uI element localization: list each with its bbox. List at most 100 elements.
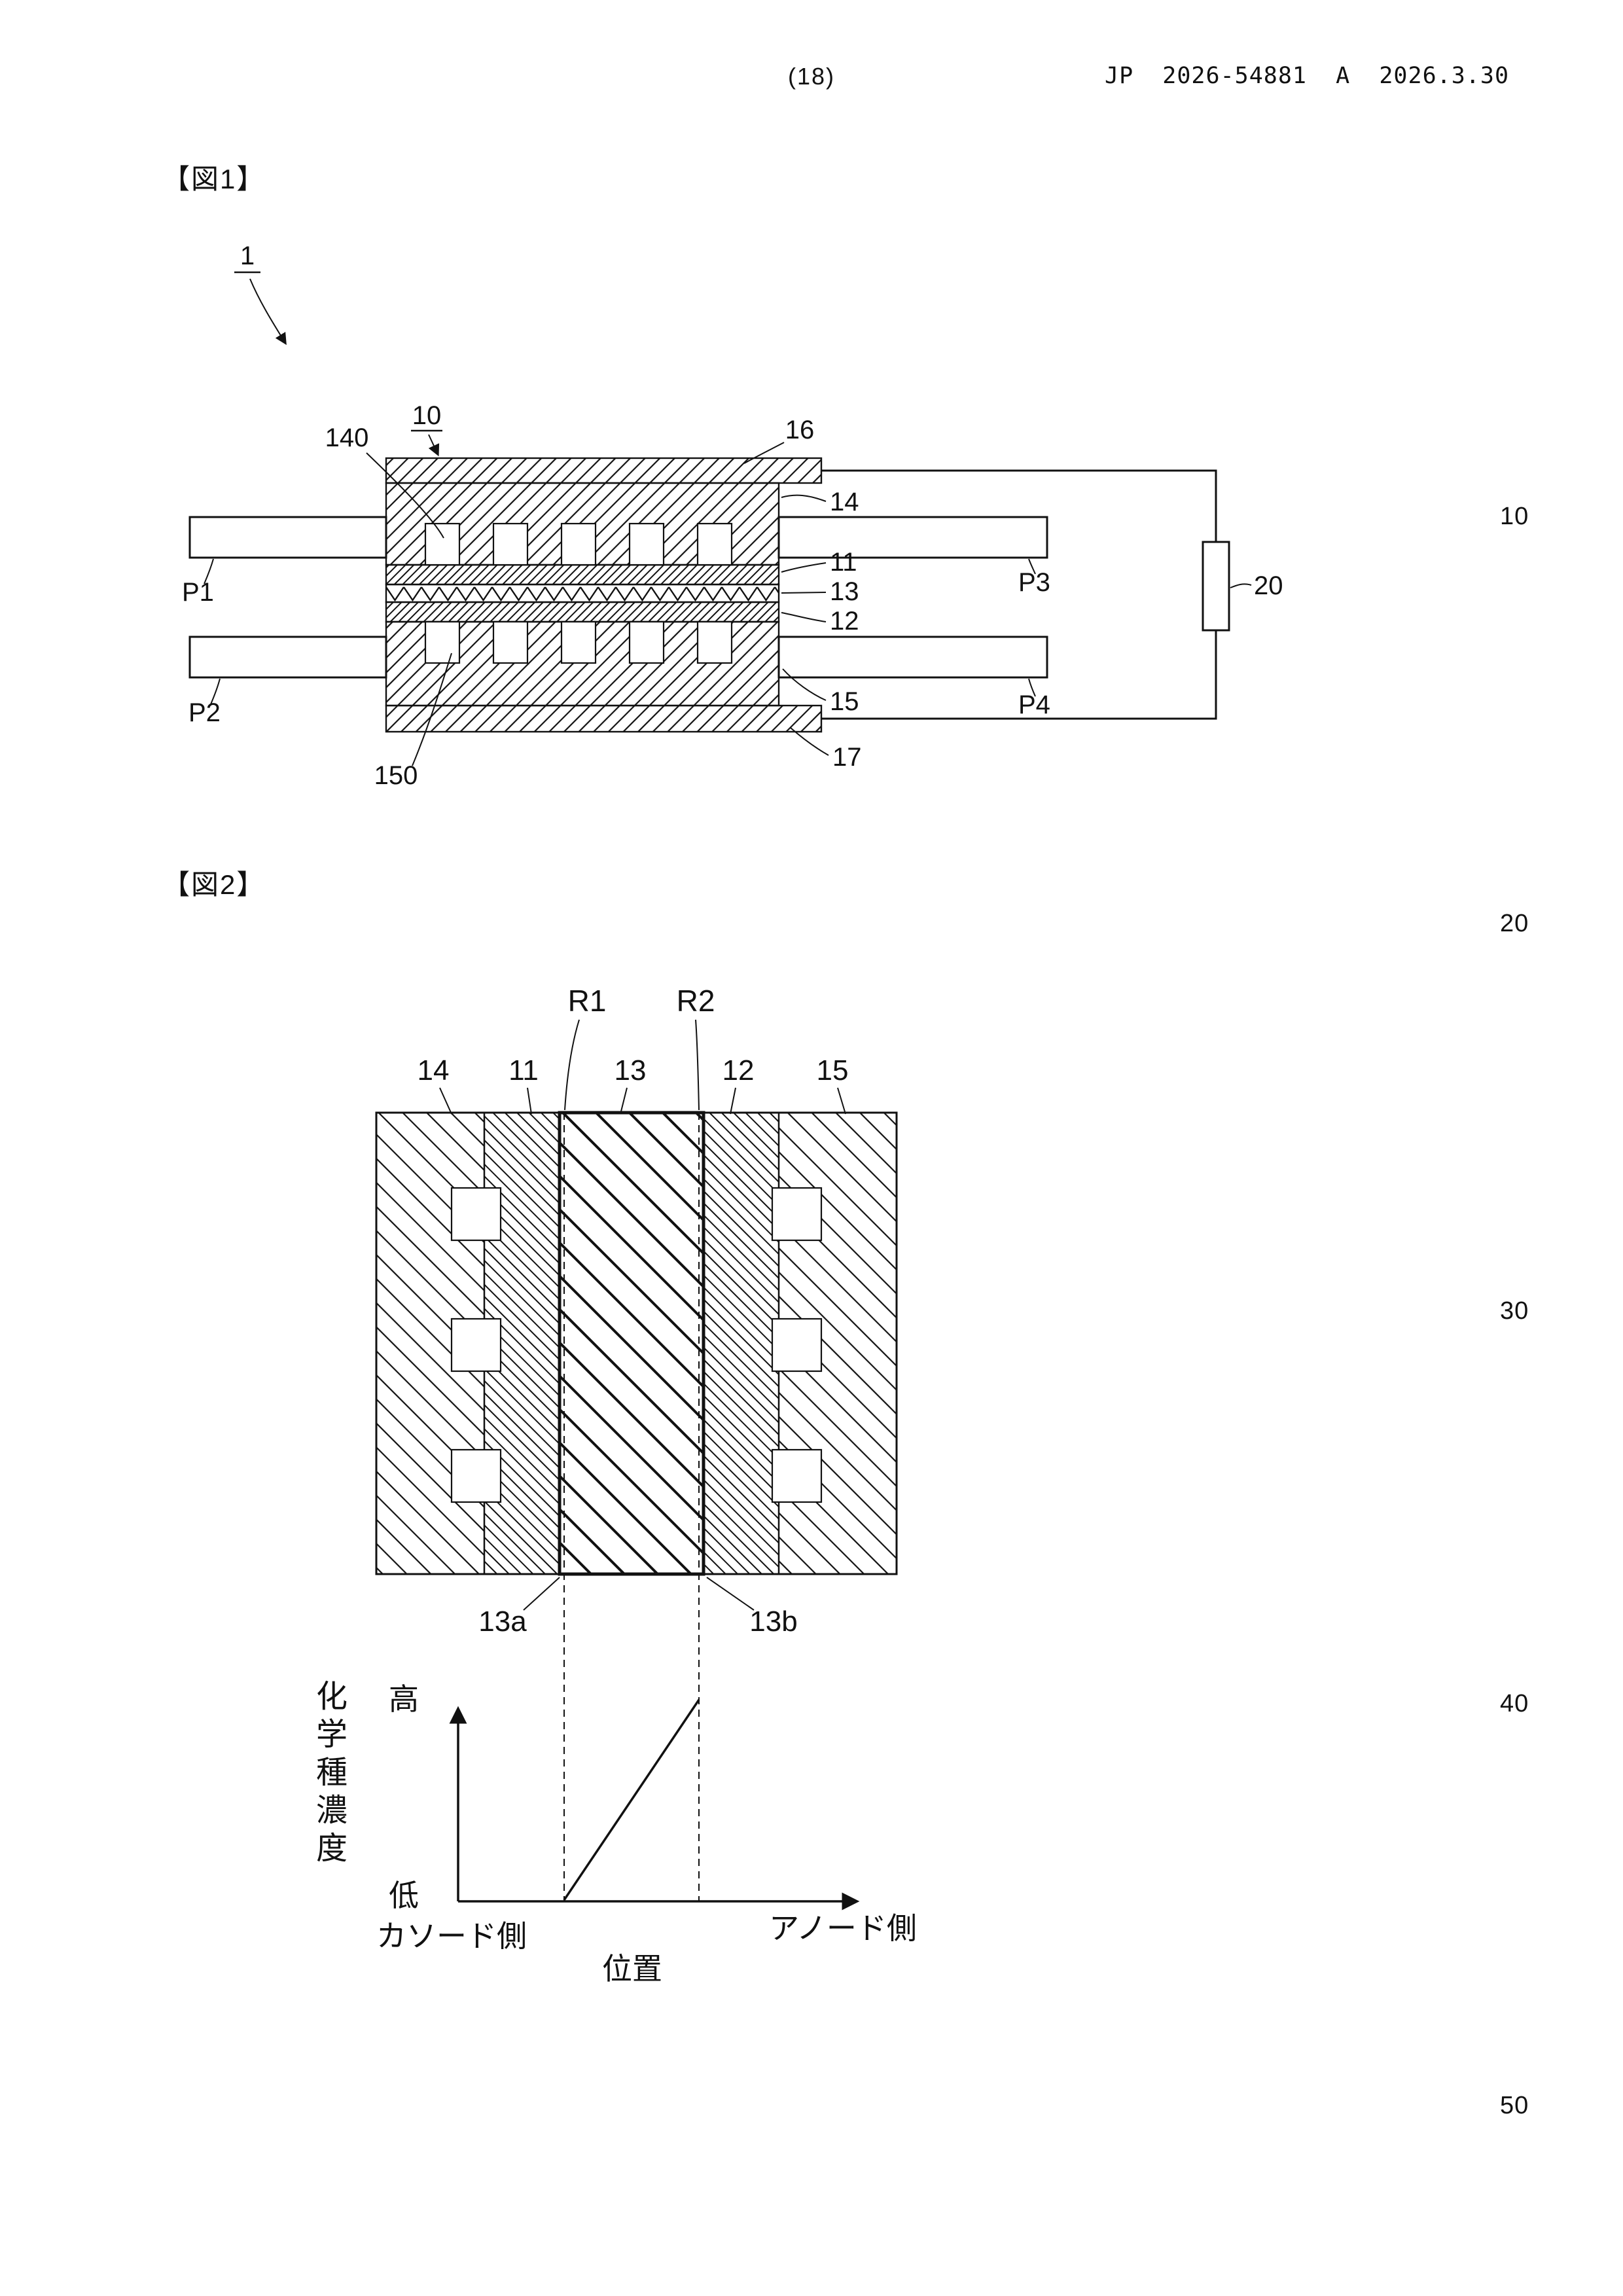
fig2-leader-r2 bbox=[695, 1019, 700, 1111]
fig2-label-r1: R1 bbox=[568, 984, 607, 1018]
margin-line-number: 20 bbox=[1500, 910, 1529, 937]
layer-11 bbox=[385, 564, 780, 586]
fig1-leader-layer12 bbox=[781, 612, 827, 622]
figure2-diagram: R1 R2 14 11 13 12 15 13a 13b 高 bbox=[375, 984, 917, 1986]
fig2-label-12: 12 bbox=[722, 1054, 755, 1086]
fig1-label-p1: P1 bbox=[182, 578, 214, 607]
flow-channel bbox=[450, 1187, 502, 1242]
figure1-caption: 【図1】 bbox=[162, 164, 266, 194]
y-low-label: 低 bbox=[389, 1878, 419, 1912]
wire-bottom bbox=[821, 630, 1217, 720]
fig1-label-p2: P2 bbox=[188, 698, 221, 727]
fig2-leader-13 bbox=[620, 1087, 628, 1115]
flow-channel bbox=[771, 1318, 823, 1372]
fig1-label-load: 20 bbox=[1254, 571, 1283, 600]
fig2-cathode-channels bbox=[450, 1187, 502, 1503]
graph-y-axis-label: 化学種濃度 bbox=[311, 1679, 346, 1869]
figure2-caption: 【図2】 bbox=[162, 869, 266, 900]
fig1-leader-upper-channel bbox=[366, 452, 444, 539]
terminal-p4 bbox=[777, 636, 1048, 679]
fig1-leader-layer15 bbox=[782, 668, 827, 701]
x-right-label: アノード側 bbox=[769, 1911, 917, 1945]
margin-line-number: 10 bbox=[1500, 503, 1529, 530]
flow-channel bbox=[424, 522, 461, 566]
fig2-leader-11 bbox=[527, 1087, 532, 1115]
fig1-leader-layer11 bbox=[781, 562, 827, 573]
fig1-label-layer13: 13 bbox=[830, 577, 859, 606]
fig2-label-15: 15 bbox=[817, 1054, 849, 1086]
flow-channel bbox=[560, 522, 597, 566]
x-axis-title: 位置 bbox=[602, 1952, 662, 1986]
terminal-p3 bbox=[777, 516, 1048, 559]
fig1-label-lower-channel: 150 bbox=[374, 761, 418, 790]
flow-channel bbox=[628, 522, 665, 566]
publication-number: JP 2026-54881 A 2026.3.30 bbox=[1105, 63, 1510, 89]
fig1-arrow-assembly bbox=[249, 278, 287, 346]
fig1-leader-layer13 bbox=[781, 592, 827, 594]
fig1-label-assembly: 1 bbox=[240, 242, 255, 270]
flow-channel bbox=[696, 620, 733, 664]
fig1-leader-p4 bbox=[1028, 678, 1036, 697]
fig1-label-top-plate: 16 bbox=[785, 416, 815, 444]
fig2-layer-12 bbox=[704, 1113, 779, 1574]
margin-line-number: 40 bbox=[1500, 1690, 1529, 1717]
fig2-label-13: 13 bbox=[615, 1054, 647, 1086]
terminal-p1 bbox=[188, 516, 387, 559]
top-separator-plate-16 bbox=[385, 457, 823, 484]
fig2-leader-12 bbox=[730, 1087, 736, 1115]
fig1-leader-p1 bbox=[204, 558, 214, 584]
fig1-arrow-cell bbox=[428, 434, 440, 457]
fig2-label-14: 14 bbox=[418, 1054, 450, 1086]
fig2-leader-15 bbox=[837, 1087, 846, 1115]
fig1-leader-p3 bbox=[1028, 558, 1036, 575]
margin-line-number: 50 bbox=[1500, 2092, 1529, 2119]
fig2-outline bbox=[375, 1111, 898, 1575]
flow-channel bbox=[492, 620, 529, 664]
fig1-label-cell: 10 bbox=[412, 401, 442, 430]
bottom-separator-plate-17 bbox=[385, 704, 823, 733]
load-resistor bbox=[1202, 541, 1230, 632]
flow-channel bbox=[628, 620, 665, 664]
fig2-leader-13b bbox=[706, 1577, 755, 1611]
fig2-membrane-13 bbox=[558, 1111, 705, 1576]
page-number: (18) bbox=[787, 63, 836, 90]
fig1-label-layer11: 11 bbox=[830, 548, 857, 577]
figure1-diagram: 1 10 140 16 14 11 13 12 15 17 150 bbox=[182, 242, 1283, 790]
fig2-label-13b: 13b bbox=[749, 1605, 797, 1638]
y-high-label: 高 bbox=[389, 1682, 419, 1716]
fig1-label-layer12: 12 bbox=[830, 607, 859, 636]
fig2-label-13a: 13a bbox=[478, 1605, 527, 1638]
layer-12 bbox=[385, 601, 780, 623]
flow-channel bbox=[771, 1187, 823, 1242]
fig1-label-upper-channel: 140 bbox=[325, 423, 369, 452]
upper-flow-channels bbox=[424, 522, 733, 566]
fig1-label-layer15: 15 bbox=[830, 687, 859, 716]
flow-channel bbox=[492, 522, 529, 566]
fig1-leader-lower-channel bbox=[412, 653, 452, 766]
fig1-label-layer14: 14 bbox=[830, 488, 859, 516]
membrane-layer-13 bbox=[385, 583, 780, 603]
flow-channel bbox=[450, 1448, 502, 1503]
fig2-label-11: 11 bbox=[508, 1054, 539, 1086]
fig2-label-r2: R2 bbox=[677, 984, 715, 1018]
fig2-leader-13a bbox=[523, 1577, 560, 1611]
wire-top bbox=[821, 469, 1217, 542]
flow-channel bbox=[424, 620, 461, 664]
fig1-leader-top-plate bbox=[743, 442, 785, 464]
fig1-leader-p2 bbox=[210, 678, 221, 705]
fig2-leader-14 bbox=[439, 1087, 452, 1115]
concentration-graph: 高 低 カソード側 アノード側 位置 bbox=[376, 1682, 917, 1986]
concentration-profile-line bbox=[563, 1699, 700, 1901]
fig1-leader-layer14 bbox=[781, 494, 827, 502]
flow-channel bbox=[450, 1318, 502, 1372]
flow-channel bbox=[771, 1448, 823, 1503]
margin-line-number: 30 bbox=[1500, 1297, 1529, 1325]
fig1-label-bottom-plate: 17 bbox=[832, 743, 862, 772]
fig2-leader-r1 bbox=[564, 1019, 580, 1111]
fig2-anode-channels bbox=[771, 1187, 823, 1503]
flow-channel bbox=[696, 522, 733, 566]
flow-channel bbox=[560, 620, 597, 664]
terminal-p2 bbox=[188, 636, 387, 679]
